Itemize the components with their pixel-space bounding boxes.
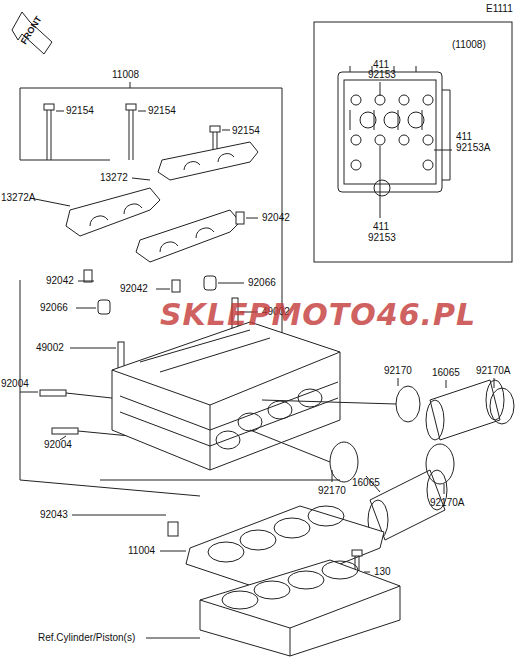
callout-number: 92004 [44, 440, 72, 450]
callout-number: 92153 [368, 70, 396, 80]
callout-number: 16065 [432, 368, 460, 378]
callout-number: 92042 [46, 276, 74, 286]
callout-number: Ref.Cylinder/Piston(s) [38, 633, 135, 643]
callout-number: 16065 [352, 478, 380, 488]
callout-number: 411 [373, 222, 389, 232]
callout-number: 92154 [148, 106, 176, 116]
callout-number: (11008) [452, 40, 486, 50]
callout-number: 92153A [456, 143, 490, 153]
front-marker: FRONT [19, 15, 43, 46]
callout-number: 49002 [36, 343, 64, 353]
callout-number: 13272A [1, 193, 35, 203]
callout-number: 92042 [120, 284, 148, 294]
callout-number: 92066 [248, 278, 276, 288]
bolt [352, 550, 362, 556]
inset-frame [314, 22, 512, 262]
camshaft-cap [66, 142, 258, 262]
head-top-view [338, 66, 450, 196]
callout-number: 92154 [232, 126, 260, 136]
callout-number: E1111 [486, 4, 513, 14]
callout-number: 411 [373, 60, 389, 70]
assembly-bracket [20, 82, 340, 496]
hose-clamp [330, 386, 514, 484]
callout-number: 92004 [1, 379, 29, 389]
callout-number: 92170A [430, 498, 464, 508]
watermark: SKLEPMOTO46.PL [160, 300, 476, 330]
callout-number: 411 [456, 132, 472, 142]
callout-number: 92066 [40, 303, 68, 313]
cylinder-block [200, 560, 400, 656]
callout-number: 92042 [262, 213, 290, 223]
callout-number: 92043 [40, 510, 68, 520]
callout-number: 92170A [476, 366, 510, 376]
callout-number: 130 [374, 567, 391, 577]
callout-number: 92170 [318, 486, 346, 496]
callout-number: 11004 [128, 546, 155, 556]
stud [40, 390, 78, 434]
cylinder-head [112, 322, 340, 470]
callout-number: 13272 [100, 173, 128, 183]
front-arrow [12, 12, 52, 54]
callout-number: 92154 [66, 106, 94, 116]
callout-number: 11008 [112, 70, 139, 80]
callout-number: 92170 [384, 366, 412, 376]
callout-number: 92153 [368, 233, 396, 243]
